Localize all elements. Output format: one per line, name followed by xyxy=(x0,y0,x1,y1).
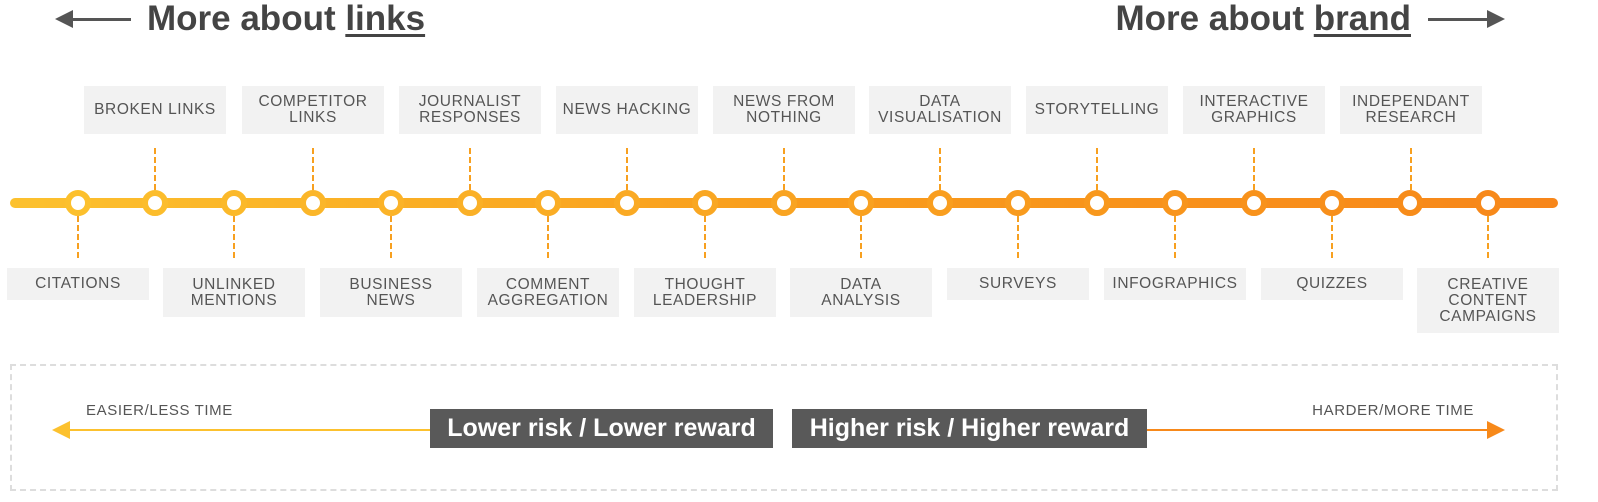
timeline-label-bottom: CREATIVE CONTENT CAMPAIGNS xyxy=(1417,268,1559,333)
heading-brand: More about brand xyxy=(1115,0,1411,38)
timeline-node xyxy=(535,190,561,216)
connector-bottom xyxy=(860,216,862,258)
timeline-label-bottom: UNLINKED MENTIONS xyxy=(163,268,305,317)
timeline-label-bottom: THOUGHT LEADERSHIP xyxy=(634,268,776,317)
easier-label: EASIER/LESS TIME xyxy=(86,402,233,419)
timeline-node xyxy=(1084,190,1110,216)
timeline-label-bottom: DATA ANALYSIS xyxy=(790,268,932,317)
connector-top xyxy=(154,148,156,190)
connector-bottom xyxy=(1017,216,1019,258)
timeline-label-bottom: BUSINESS NEWS xyxy=(320,268,462,317)
timeline-label-bottom: COMMENT AGGREGATION xyxy=(477,268,619,317)
timeline-label-top: COMPETITOR LINKS xyxy=(242,86,384,134)
connector-bottom xyxy=(704,216,706,258)
connector-bottom xyxy=(1174,216,1176,258)
timeline-label-bottom: CITATIONS xyxy=(7,268,149,300)
timeline-node xyxy=(300,190,326,216)
connector-bottom xyxy=(233,216,235,258)
timeline-label-top: STORYTELLING xyxy=(1026,86,1168,134)
connector-bottom xyxy=(547,216,549,258)
connector-top xyxy=(312,148,314,190)
timeline-node xyxy=(1475,190,1501,216)
timeline-node xyxy=(378,190,404,216)
harder-label: HARDER/MORE TIME xyxy=(1312,402,1474,419)
connector-top xyxy=(469,148,471,190)
connector-top xyxy=(939,148,941,190)
timeline-label-top: INTERACTIVE GRAPHICS xyxy=(1183,86,1325,134)
timeline-label-top: NEWS FROM NOTHING xyxy=(713,86,855,134)
connector-top xyxy=(626,148,628,190)
heading-links: More about links xyxy=(147,0,426,38)
heading-brand-emphasis: brand xyxy=(1313,0,1411,38)
timeline-node xyxy=(1319,190,1345,216)
timeline-node xyxy=(1241,190,1267,216)
connector-bottom xyxy=(390,216,392,258)
connector-bottom xyxy=(1487,216,1489,258)
timeline-node xyxy=(457,190,483,216)
lower-risk-badge: Lower risk / Lower reward xyxy=(430,409,773,448)
timeline-node xyxy=(142,190,168,216)
timeline-node xyxy=(1397,190,1423,216)
timeline-node xyxy=(692,190,718,216)
connector-bottom xyxy=(1331,216,1333,258)
connector-top xyxy=(1410,148,1412,190)
timeline-label-top: DATA VISUALISATION xyxy=(869,86,1011,134)
timeline-node xyxy=(1005,190,1031,216)
connector-bottom xyxy=(77,216,79,258)
timeline-node xyxy=(614,190,640,216)
timeline-label-bottom: SURVEYS xyxy=(947,268,1089,300)
timeline-label-bottom: QUIZZES xyxy=(1261,268,1403,300)
timeline-label-top: JOURNALIST RESPONSES xyxy=(399,86,541,134)
risk-reward-panel xyxy=(10,364,1558,491)
connector-top xyxy=(783,148,785,190)
timeline-label-top: INDEPENDANT RESEARCH xyxy=(1340,86,1482,134)
timeline-node xyxy=(65,190,91,216)
timeline-node xyxy=(927,190,953,216)
timeline-node xyxy=(221,190,247,216)
timeline-label-top: BROKEN LINKS xyxy=(84,86,226,134)
connector-top xyxy=(1253,148,1255,190)
connector-top xyxy=(1096,148,1098,190)
timeline-label-bottom: INFOGRAPHICS xyxy=(1104,268,1246,300)
timeline-node xyxy=(1162,190,1188,216)
timeline-label-top: NEWS HACKING xyxy=(556,86,698,134)
higher-risk-badge: Higher risk / Higher reward xyxy=(792,409,1147,448)
timeline-node xyxy=(771,190,797,216)
heading-links-emphasis: links xyxy=(345,0,426,38)
timeline-node xyxy=(848,190,874,216)
